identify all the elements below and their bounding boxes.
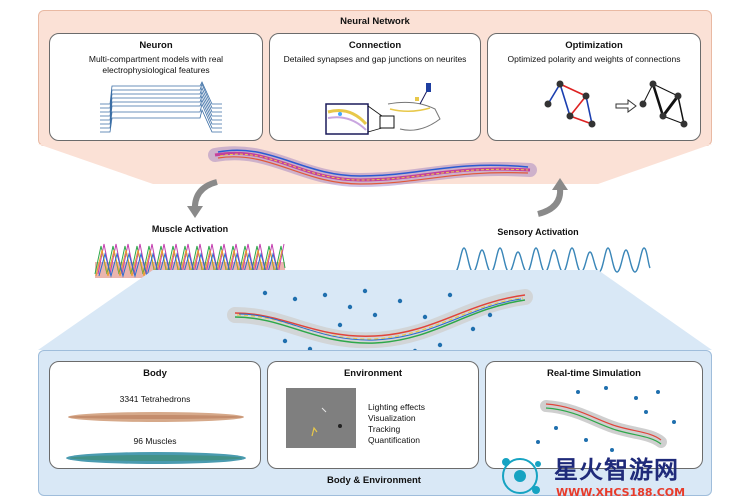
neuron-title: Neuron	[139, 40, 173, 51]
body-title: Body	[143, 368, 167, 379]
environment-title: Environment	[343, 368, 403, 379]
feature-item: Tracking	[368, 424, 401, 434]
body-environment-funnel	[38, 270, 712, 350]
optimization-desc: Optimized polarity and weights of connec…	[507, 54, 681, 64]
watermark-brand: 星火智游网	[554, 456, 679, 484]
muscles-count: 96 Muscles	[133, 436, 177, 446]
realtime-simulation-box: Real-time Simulation	[485, 361, 703, 469]
sensory-activation-trace	[454, 247, 651, 273]
feature-item: Quantification	[368, 435, 420, 445]
neuron-box: Neuron Multi-compartment models with rea…	[49, 33, 263, 141]
neural-network-title: Neural Network	[340, 16, 410, 27]
neuron-traces-illustration	[100, 81, 222, 133]
body-box: Body 3341 Tetrahedrons 96 Muscles	[49, 361, 261, 469]
left-down-arrow-icon	[187, 179, 218, 218]
realtime-title: Real-time Simulation	[547, 368, 641, 379]
neuron-desc: Multi-compartment models with real elect…	[88, 54, 224, 75]
body-environment-panel: Body 3341 Tetrahedrons 96 Muscles Enviro…	[38, 350, 712, 496]
environment-box: Environment Lighting effects Visualizati…	[267, 361, 479, 469]
realtime-worm-illustration	[536, 386, 676, 452]
environment-screenshot	[286, 388, 356, 448]
tetrahedrons-count: 3341 Tetrahedrons	[119, 394, 191, 404]
environment-features: Lighting effects Visualization Tracking …	[368, 402, 425, 446]
site-watermark: 星火智游网 WWW.XHCS188.COM	[498, 446, 740, 504]
body-environment-title: Body & Environment	[327, 475, 421, 486]
feature-item: Lighting effects	[368, 402, 426, 412]
connection-desc: Detailed synapses and gap junctions on n…	[283, 54, 467, 64]
feature-item: Visualization	[368, 413, 416, 423]
neural-network-panel: Neural Network Neuron Multi-compartment …	[38, 10, 712, 146]
connection-title: Connection	[348, 40, 402, 51]
right-up-arrow-icon	[537, 178, 568, 217]
neural-network-funnel	[38, 144, 712, 184]
body-mesh-illustration	[66, 412, 246, 464]
connection-box: Connection Detailed synapses and gap jun…	[269, 33, 481, 141]
watermark-url: WWW.XHCS188.COM	[556, 486, 686, 499]
muscle-activation-label: Muscle Activation	[151, 224, 229, 234]
optimization-box: Optimization Optimized polarity and weig…	[487, 33, 701, 141]
graph-optimization-illustration	[544, 80, 688, 128]
optimization-title: Optimization	[565, 40, 623, 51]
watermark-logo-icon	[502, 458, 541, 494]
neural-worm-illustration	[208, 146, 537, 188]
body-worm-illustration	[227, 288, 533, 360]
synapse-illustration	[325, 83, 441, 135]
sensory-activation-label: Sensory Activation	[497, 227, 579, 237]
